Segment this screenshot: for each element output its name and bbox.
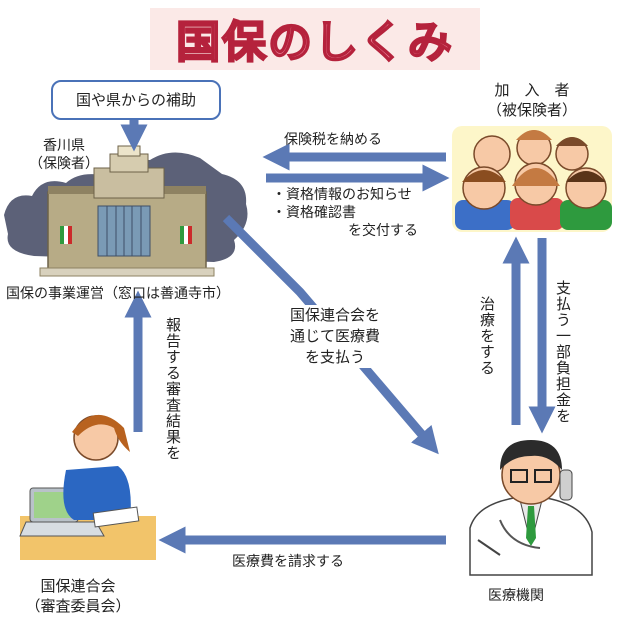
arrows (120, 118, 556, 554)
union-name: 国保連合会 (40, 577, 116, 595)
union-label: 国保連合会 （審査委員会） (12, 576, 144, 616)
arrow-via-union (222, 214, 439, 455)
copay-label: 支払う一部負担金を (552, 280, 574, 424)
family-illustration (452, 126, 612, 232)
medical-label: 医療機関 (488, 588, 544, 604)
report-label: 報告する審査結果を (162, 317, 184, 461)
report-col-2: 審査結果を (164, 381, 182, 461)
copay-col-2: 一部負担金を (554, 328, 572, 424)
via-union-label: 国保連合会を 通じて医療費 を支払う (268, 305, 402, 368)
pay-tax-label: 保険税を納める (284, 132, 382, 148)
page-title: 国保のしくみ (175, 16, 454, 69)
treat-label: 治療をする (478, 296, 496, 376)
claim-label: 医療費を請求する (232, 554, 344, 570)
clerk-illustration (19, 414, 156, 560)
copay-col-1: 支払う (554, 280, 572, 328)
kagawa-role: （保険者） (29, 156, 99, 172)
issue-label: ・資格情報のお知らせ ・資格確認書 を交付する (272, 186, 452, 240)
via-union-line-1: 国保連合会を (289, 306, 380, 324)
enrollee-name: 加 入 者 (494, 81, 570, 99)
kagawa-label: 香川県 （保険者） (14, 137, 114, 173)
enrollee-role: （被保険者） (486, 101, 577, 119)
via-union-line-3: を支払う (304, 348, 365, 366)
via-union-line-2: 通じて医療費 (289, 327, 380, 345)
subsidy-box: 国や県からの補助 (51, 80, 221, 120)
report-col-1: 報告する (164, 317, 182, 381)
title-background (150, 8, 480, 70)
issue-line-3: を交付する (348, 223, 418, 239)
kagawa-name: 香川県 (43, 138, 85, 154)
operation-label: 国保の事業運営（窓口は善通寺市） (6, 286, 230, 302)
issue-line-1: ・資格情報のお知らせ (272, 187, 412, 203)
doctor-illustration (469, 440, 593, 576)
issue-line-2: ・資格確認書 (272, 205, 356, 221)
union-role: （審査委員会） (25, 597, 131, 615)
enrollee-label: 加 入 者 （被保険者） (452, 80, 612, 120)
